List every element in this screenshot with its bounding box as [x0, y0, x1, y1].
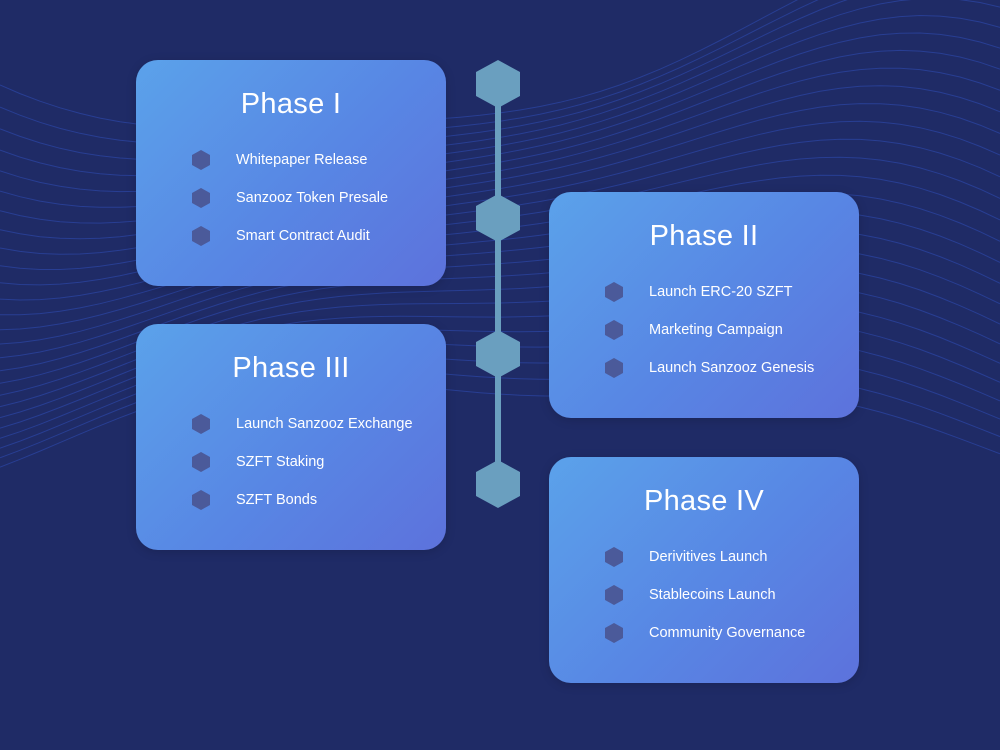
timeline-node-4 — [476, 460, 520, 508]
hexagon-icon — [605, 282, 623, 302]
hexagon-icon — [192, 452, 210, 472]
milestone-label: Launch Sanzooz Genesis — [649, 360, 815, 376]
milestone-item: Launch Sanzooz Exchange — [192, 413, 413, 435]
milestone-item: Launch ERC-20 SZFT — [605, 281, 792, 303]
phase-title: Phase II — [649, 220, 759, 252]
timeline — [476, 60, 520, 508]
milestone-label: Launch ERC-20 SZFT — [649, 284, 793, 300]
milestone-item: SZFT Bonds — [192, 489, 317, 511]
milestone-label: SZFT Bonds — [236, 492, 318, 508]
hexagon-icon — [605, 358, 623, 378]
hexagon-icon — [192, 414, 210, 434]
hexagon-icon — [192, 188, 210, 208]
hexagon-icon — [605, 547, 623, 567]
milestone-label: Launch Sanzooz Exchange — [236, 416, 413, 432]
milestone-item: Whitepaper Release — [192, 149, 367, 171]
phase-card-1: Phase I Whitepaper Release Sanzooz Token… — [136, 60, 446, 286]
timeline-node-1 — [476, 60, 520, 108]
milestone-label: Community Governance — [649, 625, 806, 641]
milestone-label: Smart Contract Audit — [236, 228, 370, 244]
hexagon-icon — [192, 226, 210, 246]
milestone-item: SZFT Staking — [192, 451, 324, 473]
milestone-label: Sanzooz Token Presale — [236, 190, 389, 206]
hexagon-icon — [605, 623, 623, 643]
milestone-item: Smart Contract Audit — [192, 225, 370, 247]
phase-card-2: Phase II Launch ERC-20 SZFT Marketing Ca… — [549, 192, 859, 418]
milestone-label: SZFT Staking — [236, 454, 325, 470]
phase-title: Phase III — [232, 352, 350, 384]
milestone-item: Community Governance — [605, 622, 805, 644]
milestone-label: Stablecoins Launch — [649, 587, 776, 603]
timeline-line — [495, 78, 501, 498]
phase-card-4: Phase IV Derivitives Launch Stablecoins … — [549, 457, 859, 683]
milestone-item: Launch Sanzooz Genesis — [605, 357, 814, 379]
hexagon-icon — [605, 320, 623, 340]
hexagon-icon — [192, 490, 210, 510]
timeline-node-2 — [476, 194, 520, 242]
hexagon-icon — [605, 585, 623, 605]
milestone-label: Marketing Campaign — [649, 322, 783, 338]
phase-title: Phase I — [240, 88, 342, 120]
milestone-item: Sanzooz Token Presale — [192, 187, 388, 209]
milestone-label: Whitepaper Release — [236, 152, 368, 168]
milestone-item: Stablecoins Launch — [605, 584, 776, 606]
phase-title: Phase IV — [643, 485, 765, 517]
timeline-node-3 — [476, 330, 520, 378]
hexagon-icon — [192, 150, 210, 170]
milestone-label: Derivitives Launch — [649, 549, 768, 565]
phase-card-3: Phase III Launch Sanzooz Exchange SZFT S… — [136, 324, 446, 550]
milestone-item: Derivitives Launch — [605, 546, 767, 568]
milestone-item: Marketing Campaign — [605, 319, 783, 341]
